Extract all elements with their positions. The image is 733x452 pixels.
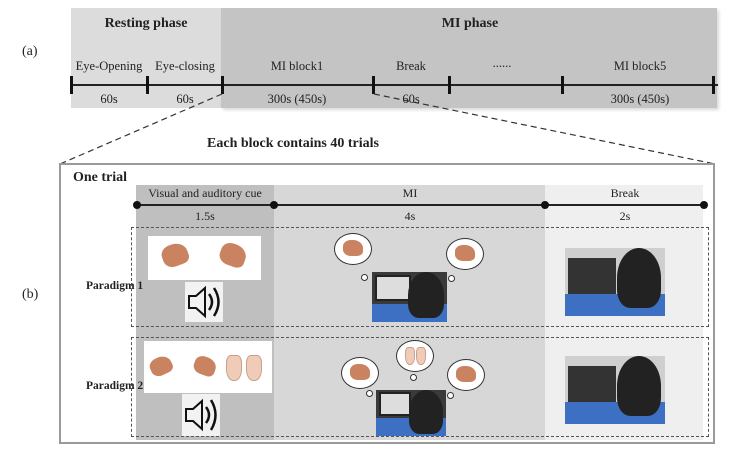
resting-phase-title: Resting phase: [104, 16, 188, 31]
timeline-tick: [221, 76, 224, 94]
left-foot-icon: [405, 347, 415, 365]
segment-mi-block1: MI block1: [270, 59, 324, 73]
left-hand-icon: [343, 240, 363, 256]
duration-mi-block5: 300s (450s): [610, 92, 670, 106]
imagery-right-hand-cloud: [447, 359, 485, 391]
mi-phase-region: [221, 8, 717, 108]
panel-b-label: (b): [22, 287, 39, 302]
left-fist-icon: [147, 353, 175, 379]
stage-break-duration: 2s: [619, 209, 631, 223]
segment-break: Break: [396, 59, 426, 73]
timeline-dot: [270, 201, 278, 209]
imagery-feet-cloud: [396, 340, 434, 372]
mi-phase-title: MI phase: [441, 16, 499, 31]
timeline-tick: [70, 76, 73, 94]
timeline-dot: [133, 201, 141, 209]
paradigm-2-label: Paradigm 2: [86, 380, 144, 392]
break-photo: [565, 248, 665, 316]
timeline-tick: [448, 76, 451, 94]
trial-title: One trial: [73, 170, 128, 185]
right-foot-icon: [416, 347, 426, 365]
duration-mi-block1: 300s (450s): [267, 92, 327, 106]
timeline-dot: [541, 201, 549, 209]
timeline-tick: [712, 76, 715, 94]
eeg-subject-photo: [376, 390, 446, 436]
right-hand-icon: [455, 245, 475, 261]
stage-mi-duration: 4s: [404, 209, 416, 223]
imagery-left-hand-cloud: [341, 357, 379, 389]
thought-bubble: [448, 275, 455, 282]
cue-hands-feet-image: [144, 341, 272, 393]
thought-bubble: [366, 390, 373, 397]
timeline-axis-b: [136, 204, 705, 206]
imagery-right-hand-cloud: [446, 238, 484, 270]
block-caption: Each block contains 40 trials: [207, 136, 379, 151]
thought-bubble: [410, 374, 417, 381]
timeline-tick: [372, 76, 375, 94]
zoom-line-right: [373, 93, 716, 165]
thought-bubble: [361, 274, 368, 281]
speaker-icon: [182, 394, 220, 436]
imagery-left-hand-cloud: [334, 233, 372, 265]
duration-eye-closing: 60s: [176, 92, 194, 106]
eeg-subject-photo: [372, 272, 447, 322]
paradigm-1-row: [131, 227, 709, 327]
stage-break-label: Break: [610, 186, 640, 200]
right-hand-icon: [456, 366, 476, 382]
paradigm-2-row: [131, 337, 709, 437]
thought-bubble: [447, 392, 454, 399]
cue-hands-image: [148, 236, 261, 280]
timeline-dot: [700, 201, 708, 209]
segment-eye-closing: Eye-closing: [155, 59, 215, 73]
speaker-icon: [185, 282, 223, 322]
segment-mi-block5: MI block5: [613, 59, 667, 73]
left-hand-icon: [350, 364, 370, 380]
break-photo: [565, 356, 665, 424]
stage-cue-label: Visual and auditory cue: [148, 186, 262, 200]
timeline-axis-a: [71, 84, 718, 86]
left-fist-icon: [159, 240, 191, 270]
right-foot-icon: [246, 355, 262, 381]
segment-eye-opening: Eye-Opening: [75, 59, 143, 73]
duration-eye-opening: 60s: [100, 92, 118, 106]
zoom-line-left: [59, 93, 223, 165]
timeline-tick: [561, 76, 564, 94]
timeline-tick: [146, 76, 149, 94]
right-fist-icon: [191, 353, 219, 379]
stage-cue-duration: 1.5s: [195, 209, 215, 223]
paradigm-1-label: Paradigm 1: [86, 280, 144, 292]
stage-mi-label: MI: [402, 186, 418, 200]
right-fist-icon: [217, 240, 249, 270]
segment-ellipsis: ......: [492, 56, 512, 70]
panel-a-label: (a): [22, 44, 38, 59]
left-foot-icon: [226, 355, 242, 381]
